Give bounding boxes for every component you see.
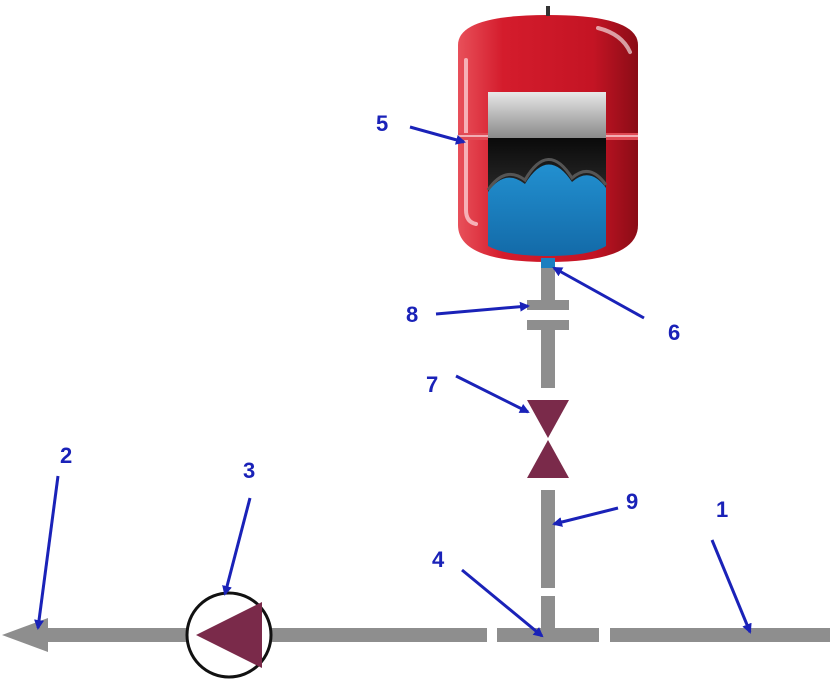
callout-arrows	[34, 125, 752, 638]
circulation-pump	[185, 591, 273, 679]
tank-gas-chamber	[488, 92, 606, 138]
callout-label-6: 6	[668, 320, 680, 345]
main-pipe-middle	[272, 628, 487, 642]
tank-top-highlight	[596, 26, 632, 54]
callout-arrow-1	[710, 539, 752, 634]
callout-arrow-2	[34, 475, 60, 630]
tank-connection	[541, 258, 555, 268]
callout-label-2: 2	[60, 443, 72, 468]
callout-arrow-3	[222, 497, 252, 596]
callout-arrow-4	[461, 568, 544, 638]
expansion-tank	[458, 6, 638, 262]
outlet-arrow	[2, 618, 188, 652]
callout-arrow-8	[435, 301, 530, 316]
callout-arrow-6	[552, 266, 645, 320]
branch-pipe	[541, 490, 555, 588]
tank-left-highlight	[464, 58, 478, 226]
callout-label-4: 4	[432, 547, 445, 572]
tee-fitting	[497, 596, 599, 642]
callout-label-7: 7	[426, 372, 438, 397]
callout-label-9: 9	[626, 489, 638, 514]
callout-arrow-7	[455, 374, 530, 414]
tank-valve-stem	[546, 6, 550, 16]
callout-label-3: 3	[243, 458, 255, 483]
callout-arrow-9	[552, 506, 619, 527]
tank-water	[488, 164, 606, 256]
callout-labels: 1 2 3 4 5 6 7 8 9	[60, 111, 728, 572]
callout-arrow-5	[409, 125, 466, 145]
vertical-pipe-upper	[541, 330, 555, 388]
supply-pipe	[610, 628, 830, 642]
callout-label-8: 8	[406, 302, 418, 327]
union-coupling	[527, 268, 569, 330]
callout-label-5: 5	[376, 111, 388, 136]
shutoff-valve	[527, 400, 569, 478]
callout-label-1: 1	[716, 497, 728, 522]
pump-direction-icon	[196, 602, 262, 668]
tank-membrane	[486, 158, 608, 191]
